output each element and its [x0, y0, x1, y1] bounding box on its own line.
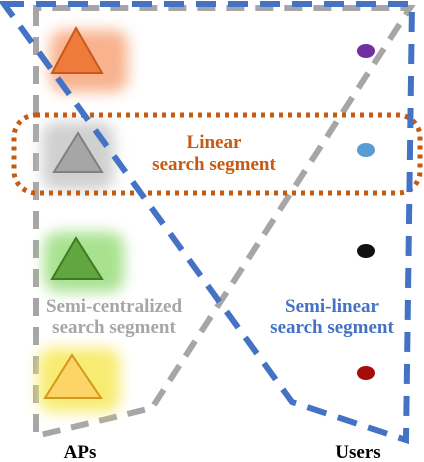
semi-centralized-segment-boundary	[33, 5, 416, 440]
blue-user-dot	[357, 143, 375, 157]
users-column-label: Users	[335, 442, 380, 462]
aps-column-label: APs	[64, 442, 97, 462]
orange-ap-triangle-icon	[50, 25, 104, 74]
gray-ap-triangle-icon	[52, 131, 104, 173]
semi-linear-segment-boundary	[0, 0, 416, 445]
linear-segment-label-line2: search segment	[152, 154, 276, 175]
semi-linear-label-line2: search segment	[270, 317, 394, 338]
linear-segment-boundary	[11, 112, 423, 196]
semi-linear-label-line1: Semi-linear	[285, 296, 379, 317]
yellow-ap-triangle-icon	[43, 353, 103, 399]
semi-centralized-label-line1: Semi-centralized	[46, 296, 183, 317]
red-user-dot	[357, 366, 375, 380]
ap-glows	[38, 30, 128, 412]
purple-user-dot	[357, 44, 375, 58]
black-user-dot	[357, 244, 375, 258]
semi-centralized-label-line2: search segment	[52, 317, 176, 338]
green-ap-triangle-icon	[50, 236, 104, 280]
linear-segment-label-line1: Linear	[187, 132, 242, 153]
